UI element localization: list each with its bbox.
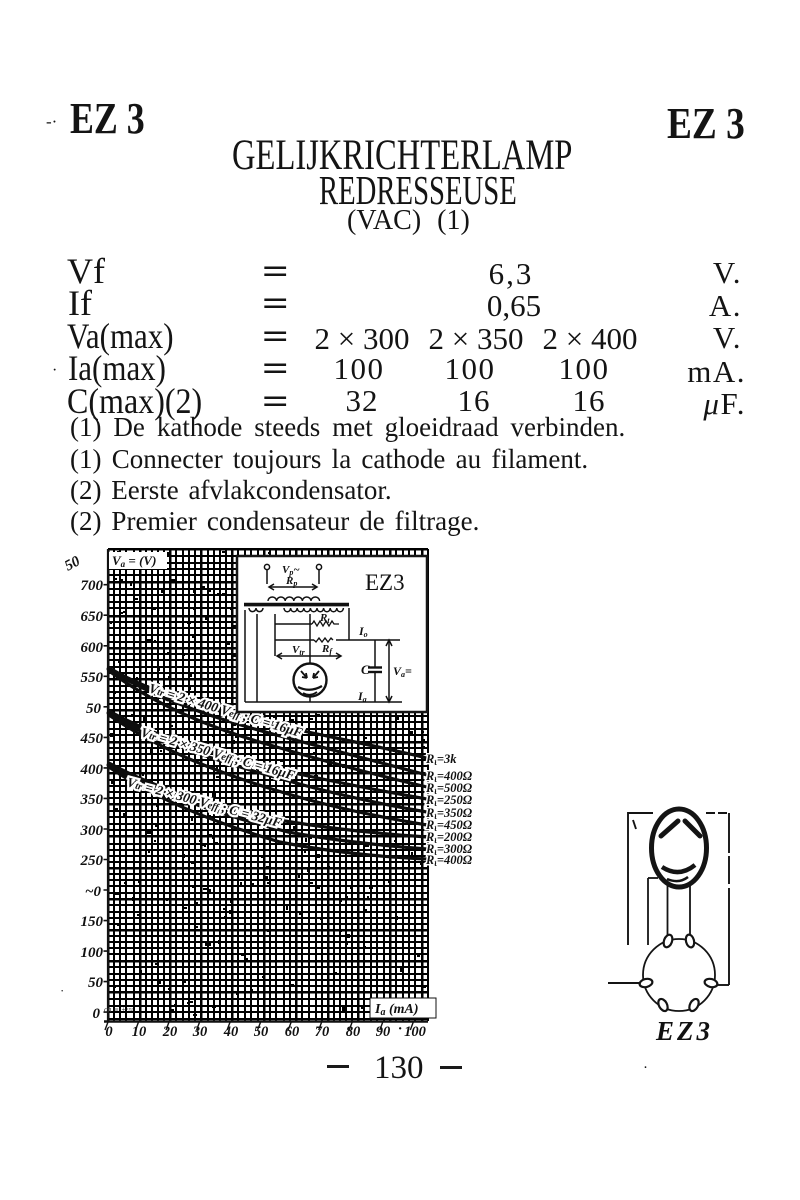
svg-text:100: 100 <box>404 1024 426 1040</box>
svg-text:50: 50 <box>88 975 104 991</box>
svg-text:90: 90 <box>376 1024 391 1040</box>
svg-text:Ia: Ia <box>357 689 367 704</box>
svg-text:Rt=250Ω: Rt=250Ω <box>425 793 473 808</box>
svg-text:0: 0 <box>93 1006 101 1022</box>
svg-text:C: C <box>361 662 370 677</box>
svg-text:150: 150 <box>81 914 104 930</box>
svg-text:250: 250 <box>80 853 104 869</box>
svg-text:Va=: Va= <box>393 664 412 679</box>
svg-text:Vp~: Vp~ <box>282 564 300 577</box>
svg-text:400: 400 <box>80 762 104 778</box>
svg-text:Vtr: Vtr <box>292 644 306 657</box>
svg-text:450: 450 <box>80 731 104 747</box>
svg-text:Va = (V): Va = (V) <box>112 553 156 569</box>
svg-text:Rt=450Ω: Rt=450Ω <box>425 818 473 833</box>
svg-text:40: 40 <box>223 1024 239 1040</box>
svg-text:50: 50 <box>86 701 102 717</box>
svg-text:Rt=350Ω: Rt=350Ω <box>425 806 473 821</box>
svg-text:Rp: Rp <box>285 575 297 588</box>
svg-text:·: · <box>398 1021 402 1037</box>
svg-text:Rt: Rt <box>319 612 330 625</box>
svg-text:60: 60 <box>285 1024 300 1040</box>
svg-text:·: · <box>60 983 64 998</box>
svg-text:80: 80 <box>346 1024 361 1040</box>
svg-text:Ia (mA): Ia (mA) <box>374 1002 419 1018</box>
svg-text:Vtr = 2 × 300 Veff ; C = 32μF: Vtr = 2 × 300 Veff ; C = 32μF <box>125 774 283 830</box>
svg-text:Rt=400Ω: Rt=400Ω <box>425 769 473 784</box>
svg-text:50: 50 <box>254 1024 269 1040</box>
svg-text:Rf: Rf <box>321 643 333 656</box>
svg-text:Rt=300Ω: Rt=300Ω <box>425 842 473 857</box>
svg-text:300: 300 <box>80 823 104 839</box>
svg-text:100: 100 <box>81 945 104 961</box>
svg-text:Rt=500Ω: Rt=500Ω <box>425 781 473 796</box>
svg-text:550: 550 <box>81 670 104 686</box>
svg-text:30: 30 <box>192 1024 208 1040</box>
svg-text:20: 20 <box>162 1024 178 1040</box>
svg-text:0: 0 <box>105 1024 112 1040</box>
svg-text:Io: Io <box>358 624 368 639</box>
svg-text:~0: ~0 <box>85 884 102 900</box>
svg-text:650: 650 <box>81 609 104 625</box>
svg-text:50: 50 <box>62 553 83 574</box>
svg-text:Rt=400Ω: Rt=400Ω <box>425 853 473 868</box>
svg-text:EZ3: EZ3 <box>655 1016 713 1046</box>
svg-text:700: 700 <box>81 578 104 594</box>
svg-text:Rt=200Ω: Rt=200Ω <box>425 830 473 845</box>
svg-text:350: 350 <box>80 792 104 808</box>
svg-text:Rt=3k: Rt=3k <box>425 752 457 767</box>
svg-text:70: 70 <box>315 1024 330 1040</box>
svg-text:EZ3: EZ3 <box>365 570 405 595</box>
svg-text:600: 600 <box>81 640 104 656</box>
svg-text:cn ≡·+·≈: cn ≡·+·≈ <box>104 1005 133 1014</box>
svg-text:10: 10 <box>132 1024 147 1040</box>
